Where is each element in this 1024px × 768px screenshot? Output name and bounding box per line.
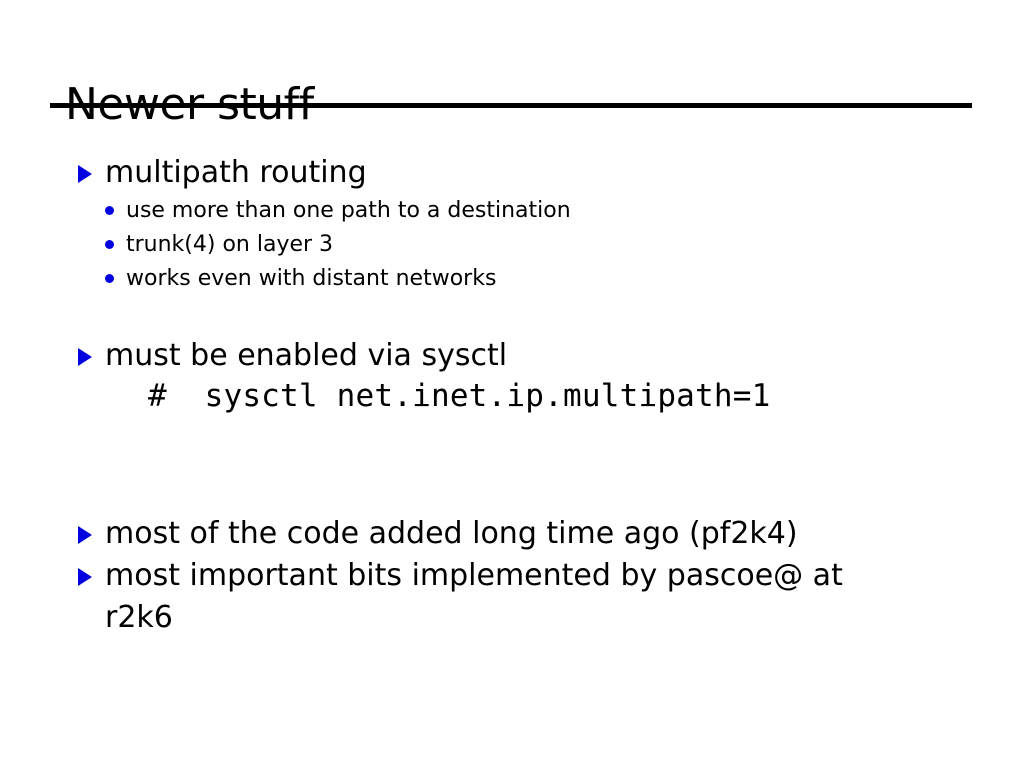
triangle-right-icon bbox=[78, 526, 92, 544]
bullet-most-of-the-code-added: most of the code added long time ago (pf… bbox=[74, 513, 964, 555]
bullet-must-be-enabled-via-sysctl: must be enabled via sysctl bbox=[74, 335, 964, 377]
subbullet-text: use more than one path to a destination bbox=[126, 198, 571, 223]
sysctl-command-line: # sysctl net.inet.ip.multipath=1 bbox=[148, 378, 771, 414]
bullet-text: most important bits implemented by pasco… bbox=[105, 558, 843, 635]
bullet-multipath-routing: multipath routing bbox=[74, 152, 964, 194]
bullet-most-important-bits: most important bits implemented by pasco… bbox=[74, 555, 904, 639]
dot-icon bbox=[105, 274, 114, 283]
bullet-text: must be enabled via sysctl bbox=[105, 338, 508, 373]
dot-icon bbox=[105, 206, 114, 215]
subbullet-text: works even with distant networks bbox=[126, 266, 497, 291]
subbullet-text: trunk(4) on layer 3 bbox=[126, 232, 334, 257]
subbullet-works-with-distant-networks: works even with distant networks bbox=[104, 262, 964, 296]
dot-icon bbox=[105, 240, 114, 249]
bullet-text: most of the code added long time ago (pf… bbox=[105, 516, 798, 551]
triangle-right-icon bbox=[78, 165, 92, 183]
triangle-right-icon bbox=[78, 348, 92, 366]
triangle-right-icon bbox=[78, 568, 92, 586]
subbullet-trunk-on-layer-3: trunk(4) on layer 3 bbox=[104, 228, 964, 262]
title-underline-rule bbox=[50, 103, 972, 108]
subbullet-use-more-than-one-path: use more than one path to a destination bbox=[104, 194, 964, 228]
bullet-text: multipath routing bbox=[105, 155, 367, 190]
